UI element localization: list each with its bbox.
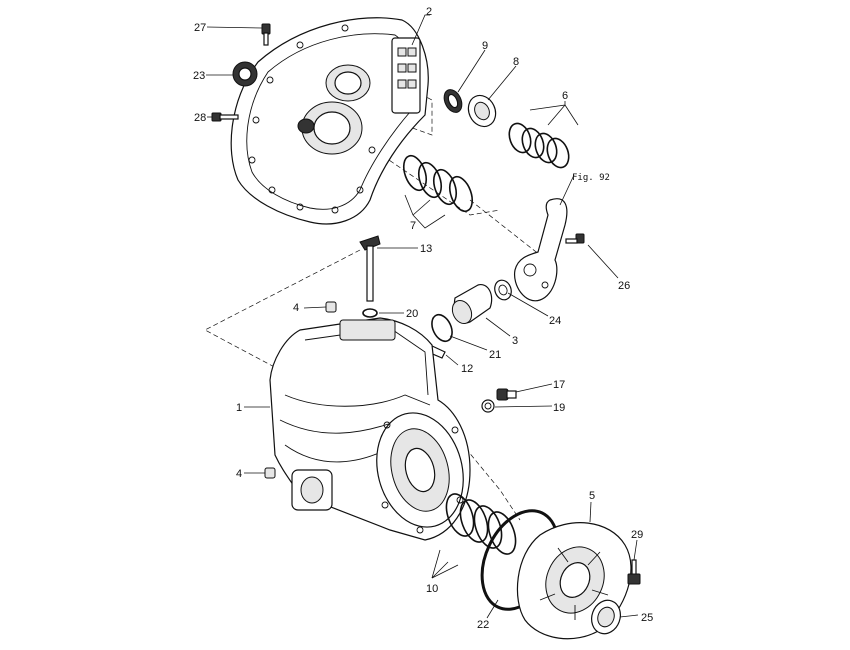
seal-rings-6 [508, 122, 570, 169]
o-ring-21 [431, 313, 453, 343]
cover-bolt-holes [248, 24, 376, 214]
callout-19: 19 [553, 402, 565, 414]
callout-10: 10 [426, 583, 438, 595]
washer-19 [481, 399, 495, 413]
shift-rod-13 [359, 235, 381, 302]
callout-6: 6 [562, 90, 568, 102]
callout-29: 29 [631, 529, 643, 541]
callout-22: 22 [477, 619, 489, 631]
plug-4-top [325, 301, 337, 313]
snap-ring-9 [443, 89, 463, 113]
callout-1: 1 [236, 402, 242, 414]
callout-20: 20 [406, 308, 418, 320]
callout-labels: 27 23 28 2 9 8 6 7 Fig. 92 13 26 4 20 24… [193, 6, 653, 631]
callout-21: 21 [489, 349, 501, 361]
callout-28: 28 [194, 112, 206, 124]
callout-4-top: 4 [293, 302, 299, 314]
callout-3: 3 [512, 335, 518, 347]
callout-23: 23 [193, 70, 205, 82]
callout-25: 25 [641, 612, 653, 624]
o-ring-20 [362, 308, 378, 318]
callout-27: 27 [194, 22, 206, 34]
drain-plug-17 [496, 388, 517, 401]
figure-reference: Fig. 92 [572, 173, 610, 183]
shift-lever [513, 198, 568, 302]
leader-lines [206, 14, 639, 619]
plug-4-bottom [264, 467, 276, 479]
callout-12: 12 [461, 363, 473, 375]
oil-seal-25 [591, 599, 621, 635]
callout-26: 26 [618, 280, 630, 292]
callout-17: 17 [553, 379, 565, 391]
callout-4-bottom: 4 [236, 468, 242, 480]
bolt-27 [261, 23, 271, 46]
callout-13: 13 [420, 243, 432, 255]
bolt-26 [565, 233, 585, 244]
washer-24 [494, 279, 512, 301]
callout-2: 2 [426, 6, 432, 18]
bearing-8 [467, 94, 497, 128]
case-bolt-holes [381, 421, 464, 534]
seal-rings-7 [402, 154, 474, 213]
main-case [269, 317, 471, 541]
bushing-3 [451, 283, 493, 325]
callout-5: 5 [589, 490, 595, 502]
seal-rings-10 [445, 493, 517, 555]
callout-24: 24 [549, 315, 561, 327]
callout-7: 7 [410, 220, 416, 232]
oil-seal-23 [232, 61, 258, 87]
front-housing-cover [230, 17, 429, 225]
callout-8: 8 [513, 56, 519, 68]
callout-9: 9 [482, 40, 488, 52]
